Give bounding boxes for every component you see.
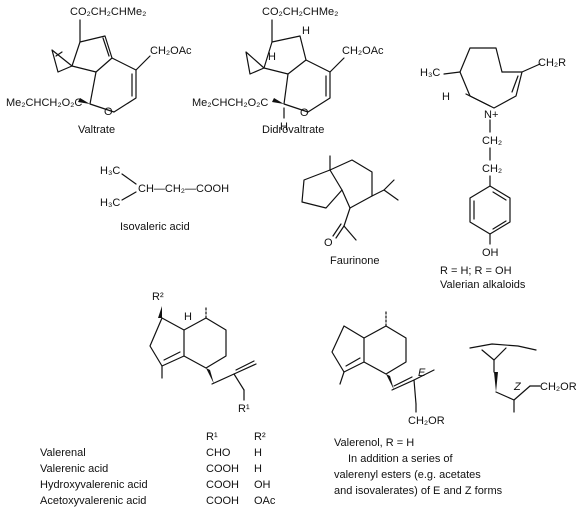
- didrovaltrate-ring-oxygen: O: [300, 107, 309, 119]
- table-row-r2: OAc: [254, 495, 276, 507]
- valerenol-e-structure: E CH₂OR: [331, 311, 445, 427]
- valerenol-caption-block: Valerenol, R = H In addition a series of…: [334, 437, 503, 497]
- table-header-r2: R²: [254, 431, 266, 443]
- valtrate-caption: Valtrate: [78, 124, 115, 136]
- table-row-r1: COOH: [206, 479, 239, 491]
- valerenal-table: R¹ R² Valerenal CHO H Valerenic acid COO…: [40, 431, 276, 507]
- isovaleric-methyl-top: H₃C: [100, 165, 120, 177]
- table-row-r2: H: [254, 463, 262, 475]
- valerenal-h: H: [184, 311, 192, 323]
- table-row-r1: COOH: [206, 495, 239, 507]
- valerenal-r2: R²: [152, 291, 164, 303]
- table-row-name: Hydroxyvalerenic acid: [40, 479, 148, 491]
- faurinone-oxygen: O: [324, 237, 333, 249]
- alkaloid-r-definition: R = H; R = OH: [440, 265, 512, 277]
- table-row-name: Valerenal: [40, 447, 86, 459]
- table-row-r1: CHO: [206, 447, 231, 459]
- alkaloid-ch2r: CH₂R: [538, 57, 566, 69]
- didrovaltrate-left-substituent: Me₂CHCH₂O₂C: [192, 97, 268, 109]
- valtrate-ring-oxygen: O: [104, 106, 113, 118]
- valerenol-note-line2: valerenyl esters (e.g. acetates: [334, 469, 481, 481]
- alkaloid-oh: OH: [482, 247, 499, 259]
- valerenal-structure: R² H R¹: [149, 291, 257, 415]
- faurinone-caption: Faurinone: [330, 255, 380, 267]
- table-row-r2: H: [254, 447, 262, 459]
- table-header-r1: R¹: [206, 431, 218, 443]
- alkaloid-caption: Valerian alkaloids: [440, 279, 526, 291]
- table-row-r2: OH: [254, 479, 271, 491]
- valerenol-note-line3: and isovalerates) of E and Z forms: [334, 485, 503, 497]
- alkaloid-ch2-a: CH₂: [482, 135, 502, 147]
- didrovaltrate-right-substituent: CH₂OAc: [342, 45, 384, 57]
- didrovaltrate-h-bottom: H: [280, 121, 288, 133]
- table-row-name: Valerenic acid: [40, 463, 108, 475]
- valerenol-caption: Valerenol, R = H: [334, 437, 414, 449]
- alkaloid-h: H: [442, 91, 450, 103]
- isovaleric-chain: CH—CH₂—COOH: [138, 183, 229, 195]
- isovaleric-acid-structure: H₃C H₃C CH—CH₂—COOH Isovaleric acid: [100, 165, 229, 233]
- valerenol-note-line1: In addition a series of: [348, 453, 454, 465]
- isovaleric-methyl-bottom: H₃C: [100, 197, 120, 209]
- valerenol-ch2or-z: CH₂OR: [540, 381, 577, 393]
- didrovaltrate-structure: CO₂CH₂CHMe₂ H H O CH₂OAc Me₂CHCH₂O₂C H D…: [192, 6, 384, 136]
- didrovaltrate-h-top: H: [302, 25, 310, 37]
- faurinone-structure: O Faurinone: [301, 155, 399, 267]
- valerenol-z-structure: Z CH₂OR: [469, 343, 577, 413]
- alkaloid-ch2-b: CH₂: [482, 163, 502, 175]
- didrovaltrate-h-mid: H: [268, 51, 276, 63]
- isovaleric-caption: Isovaleric acid: [120, 221, 190, 233]
- valerenol-e-label: E: [418, 367, 426, 379]
- valtrate-left-substituent: Me₂CHCH₂O₂C: [6, 97, 82, 109]
- valerenal-r1: R¹: [238, 403, 250, 415]
- alkaloid-n-plus: N+: [484, 109, 498, 121]
- table-row-r1: COOH: [206, 463, 239, 475]
- valtrate-top-substituent: CO₂CH₂CHMe₂: [70, 6, 146, 18]
- valerenol-z-label: Z: [513, 381, 522, 393]
- valtrate-structure: CO₂CH₂CHMe₂ O CH₂OAc Me₂CHCH₂O₂C Valtrat…: [6, 6, 192, 136]
- table-row-name: Acetoxyvalerenic acid: [40, 495, 146, 507]
- didrovaltrate-top-substituent: CO₂CH₂CHMe₂: [262, 6, 338, 18]
- alkaloid-methyl: H₃C: [420, 67, 440, 79]
- valerian-alkaloid-structure: H₃C H CH₂R N+ CH₂ CH₂ OH R = H; R = OH V…: [420, 47, 566, 291]
- didrovaltrate-caption: Didrovaltrate: [262, 124, 324, 136]
- valerenol-ch2or-e: CH₂OR: [408, 415, 445, 427]
- valtrate-right-substituent: CH₂OAc: [150, 45, 192, 57]
